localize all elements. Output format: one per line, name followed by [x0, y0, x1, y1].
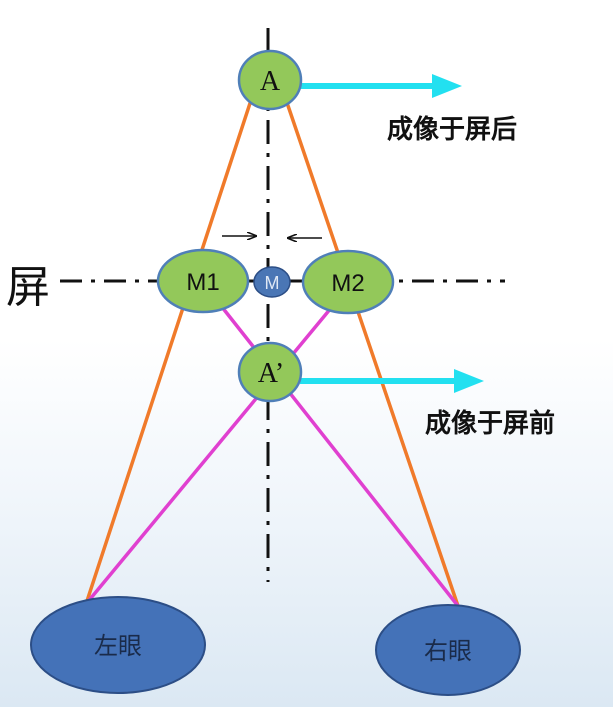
cyan-arrow-front-head	[454, 369, 484, 393]
node-a-label: A	[260, 66, 281, 97]
node-m-label: M	[265, 273, 280, 293]
node-a-prime-label: A’	[258, 358, 284, 389]
left-eye-label: 左眼	[94, 632, 142, 660]
right-eye	[375, 604, 521, 696]
node-a	[237, 49, 303, 111]
node-m	[253, 266, 291, 298]
node-m1-label: M1	[186, 269, 219, 296]
screen-label: 屏	[6, 262, 50, 313]
ray-left-eye-to-m2	[84, 300, 338, 606]
ray-right-eye-to-a	[280, 87, 460, 607]
behind-screen-annotation: 成像于屏后	[387, 115, 517, 145]
ray-left-eye-to-a	[84, 87, 257, 605]
node-a-prime	[237, 341, 303, 403]
right-eye-label: 右眼	[424, 637, 472, 665]
in-front-screen-annotation: 成像于屏前	[425, 408, 555, 439]
node-m2-label: M2	[331, 270, 364, 297]
node-m1	[156, 248, 250, 314]
left-eye	[30, 596, 206, 694]
cyan-arrow-behind-head	[432, 74, 462, 98]
node-m2	[301, 249, 395, 315]
